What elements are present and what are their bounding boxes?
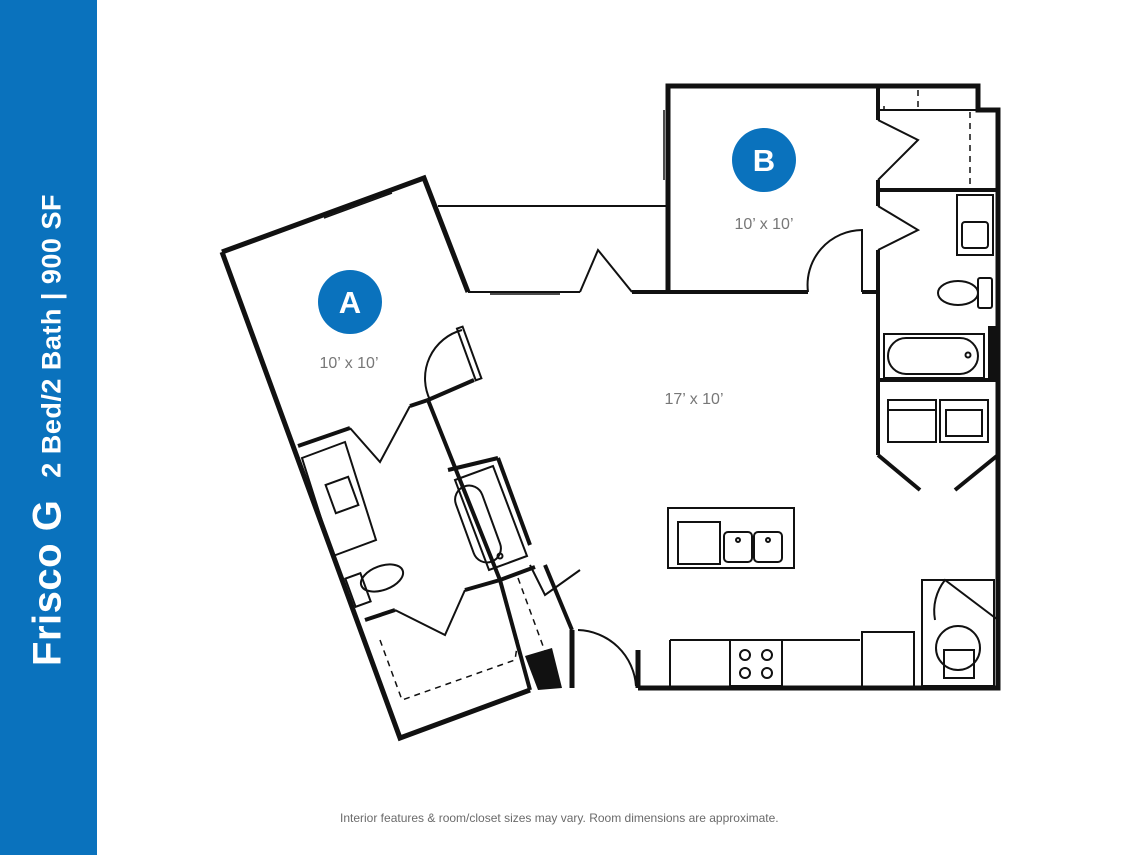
structural-column [525,648,562,690]
bedroom-a-dimensions: 10’ x 10’ [320,355,379,372]
structural-column-2 [988,326,998,380]
disclaimer-note: Interior features & room/closet sizes ma… [340,811,779,825]
living-dimensions: 17’ x 10’ [665,391,724,408]
interior-walls [297,86,1000,691]
badge-bedroom-b: B [732,128,796,192]
bath-b-fixtures [883,194,994,379]
floor-plan: A B 10’ x 10’ 10’ x 10’ 17’ x 10’ [219,83,1001,742]
badge-bedroom-a: A [318,270,382,334]
badge-a-label: A [339,285,361,320]
kitchen-fixtures [667,507,995,689]
badge-b-label: B [753,143,775,178]
bedroom-b-dimensions: 10’ x 10’ [735,216,794,233]
windows [321,110,665,295]
doors [349,119,999,687]
laundry-fixtures [887,399,989,443]
bath-a-fixtures [300,440,529,609]
sidebar-banner: Frisco G 2 Bed/2 Bath | 900 SF [0,0,97,855]
